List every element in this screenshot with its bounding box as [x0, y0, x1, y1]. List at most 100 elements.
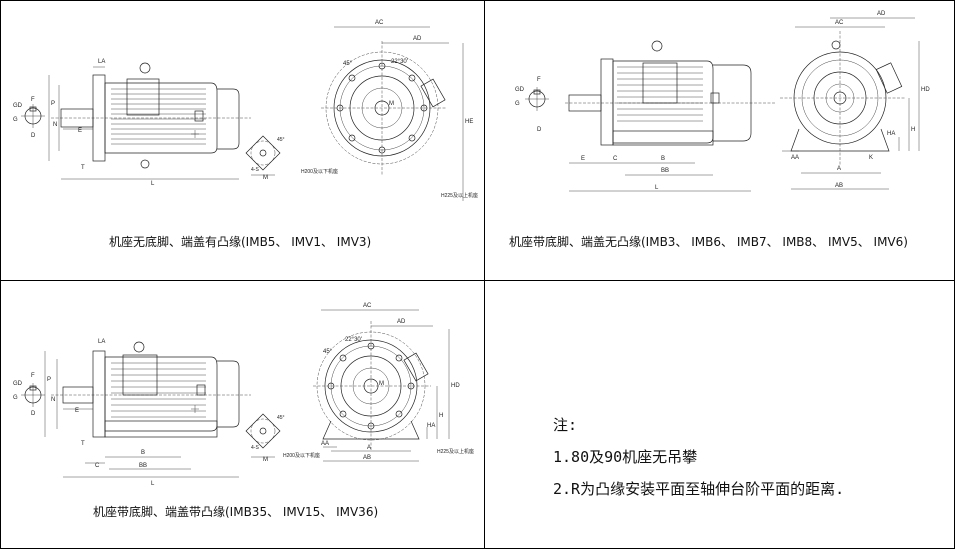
svg-text:H200及以下机座: H200及以下机座 — [301, 168, 338, 175]
svg-text:45°: 45° — [343, 61, 353, 67]
svg-text:H: H — [911, 127, 915, 133]
cooling-fins — [111, 88, 206, 145]
feet — [104, 420, 218, 438]
svg-text:AC: AC — [375, 20, 384, 26]
svg-text:AC: AC — [363, 303, 372, 309]
side-view: P N E LA T B C BB L — [44, 339, 251, 487]
svg-text:M: M — [263, 175, 268, 181]
flange-detail: 45° 4-S M H200及以下机座 — [245, 413, 320, 463]
svg-text:LA: LA — [98, 59, 105, 65]
svg-text:E: E — [78, 128, 82, 134]
svg-text:BB: BB — [139, 463, 147, 469]
svg-text:D: D — [31, 411, 36, 417]
svg-text:E: E — [581, 156, 585, 162]
cooling-fins — [111, 362, 206, 418]
svg-text:N: N — [51, 397, 55, 403]
drawing-imb3: GD F G D — [515, 11, 930, 192]
note-item-1: 1.80及90机座无吊攀 — [553, 448, 698, 466]
svg-text:L: L — [151, 481, 155, 487]
fan-cover — [217, 360, 240, 428]
svg-text:HA: HA — [887, 131, 895, 137]
svg-text:GD: GD — [13, 103, 23, 109]
base-feet-end — [322, 420, 420, 440]
svg-text:E: E — [75, 408, 79, 414]
svg-text:P: P — [51, 101, 55, 107]
end-view: M 22°30' 45° AC AD HE H225及以上机座 — [321, 20, 478, 201]
svg-text:4-S: 4-S — [251, 445, 259, 451]
svg-text:F: F — [31, 97, 35, 103]
panel-imb3: GD F G D — [484, 0, 955, 281]
drawing-imb5: GD F G D — [13, 20, 478, 201]
fan-cover — [217, 88, 240, 150]
svg-text:AC: AC — [835, 20, 844, 26]
terminal-box-end — [420, 78, 446, 108]
svg-text:H: H — [439, 413, 443, 419]
panel-imb5: GD F G D — [0, 0, 485, 281]
svg-text:M: M — [389, 101, 394, 107]
svg-text:C: C — [613, 156, 618, 162]
svg-text:GD: GD — [515, 87, 525, 93]
side-view: P N E LA T L — [48, 59, 251, 187]
panel-caption: 机座带底脚、端盖无凸缘(IMB3、 IMB6、 IMB7、 IMB8、 IMV5… — [509, 235, 908, 249]
svg-text:LA: LA — [98, 339, 105, 345]
note-item-2: 2.R为凸缘安装平面至轴伸台阶平面的距离. — [553, 480, 845, 498]
svg-text:A: A — [367, 445, 371, 451]
svg-text:L: L — [655, 185, 659, 191]
svg-text:B: B — [661, 156, 665, 162]
svg-text:BB: BB — [661, 168, 669, 174]
svg-text:L: L — [151, 181, 155, 187]
end-view: M 22°30' 45° AC AD AA A AB HD H HA H225及 — [313, 303, 474, 462]
svg-text:GD: GD — [13, 381, 23, 387]
svg-text:G: G — [515, 101, 520, 107]
svg-text:T: T — [81, 165, 85, 171]
svg-text:HD: HD — [921, 87, 930, 93]
terminal-box — [126, 78, 160, 116]
svg-text:M: M — [379, 381, 384, 387]
fan-cover — [713, 64, 752, 142]
svg-text:4-S: 4-S — [251, 167, 259, 173]
svg-text:22°30': 22°30' — [391, 59, 408, 65]
svg-text:AA: AA — [791, 155, 799, 161]
svg-text:F: F — [537, 77, 541, 83]
svg-text:D: D — [31, 133, 36, 139]
svg-text:C: C — [95, 463, 100, 469]
lifting-eye — [133, 341, 145, 353]
svg-text:H225及以上机座: H225及以上机座 — [437, 448, 474, 455]
svg-text:H225及以上机座: H225及以上机座 — [441, 192, 478, 199]
svg-text:B: B — [141, 450, 145, 456]
svg-text:AA: AA — [321, 441, 329, 447]
svg-text:K: K — [869, 155, 873, 161]
svg-text:P: P — [47, 377, 51, 383]
panel-imb35: GD F G D — [0, 280, 485, 549]
svg-text:45°: 45° — [323, 349, 333, 355]
panel-caption: 机座带底脚、端盖带凸缘(IMB35、 IMV15、 IMV36) — [93, 505, 379, 519]
lifting-eye — [651, 40, 663, 52]
panel-caption: 机座无底脚、端盖有凸缘(IMB5、 IMV1、 IMV3) — [109, 235, 372, 249]
terminal-box-end — [875, 62, 903, 94]
shaft-section-view: GD F G D — [13, 97, 45, 139]
lifting-eye — [139, 62, 151, 74]
terminal-box-end — [403, 352, 429, 382]
svg-text:G: G — [13, 395, 18, 401]
svg-text:HD: HD — [451, 383, 460, 389]
terminal-box — [122, 354, 158, 396]
svg-text:D: D — [537, 127, 542, 133]
svg-text:HE: HE — [465, 119, 473, 125]
svg-text:M: M — [263, 457, 268, 463]
svg-text:H200及以下机座: H200及以下机座 — [283, 452, 320, 459]
svg-text:HA: HA — [427, 423, 435, 429]
notes-title: 注: — [553, 416, 578, 434]
svg-text:22°30': 22°30' — [345, 337, 362, 343]
svg-text:T: T — [81, 441, 85, 447]
svg-text:AD: AD — [397, 319, 406, 325]
shaft-section-view: GD F G D — [13, 373, 45, 417]
panel-notes: 注: 1.80及90机座无吊攀 2.R为凸缘安装平面至轴伸台阶平面的距离. — [484, 280, 955, 549]
svg-text:45°: 45° — [277, 137, 285, 143]
svg-text:AD: AD — [877, 11, 886, 17]
end-view: AA K A AB AD AC HD H HA — [780, 11, 930, 190]
svg-text:N: N — [53, 122, 57, 128]
svg-text:AB: AB — [363, 455, 371, 461]
svg-text:A: A — [837, 166, 841, 172]
svg-text:45°: 45° — [277, 415, 285, 421]
